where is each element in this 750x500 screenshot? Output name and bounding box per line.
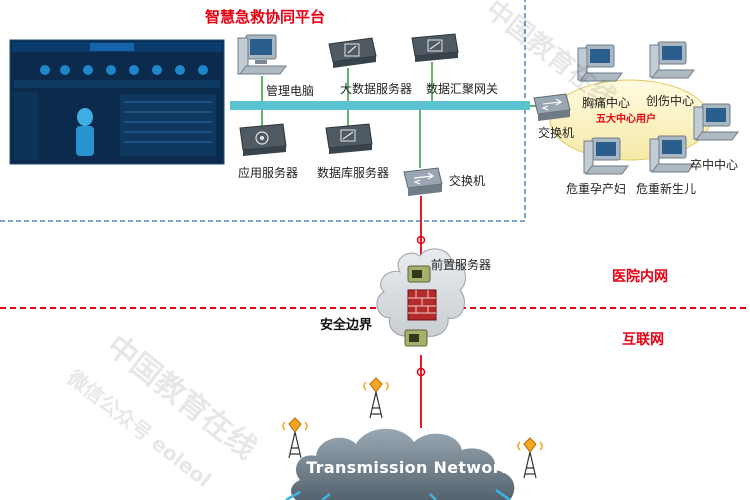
- db-server-icon: [325, 123, 373, 154]
- dashboard-screenshot: [9, 39, 225, 165]
- front-server-icon: [407, 265, 431, 283]
- maternal-center-label: 危重孕产妇: [566, 182, 627, 196]
- big-data-server-label: 大数据服务器: [340, 82, 413, 96]
- newborn-pc-icon: [649, 135, 695, 173]
- inner-server-icon: [404, 329, 428, 347]
- antenna-icon: [363, 377, 389, 419]
- antenna-icon: [517, 437, 543, 479]
- chest-pain-pc-icon: [577, 44, 623, 82]
- management-pc-label: 管理电脑: [266, 84, 315, 98]
- db-server-label: 数据库服务器: [317, 166, 390, 180]
- stroke-center-label: 卒中中心: [690, 158, 739, 172]
- antenna-icon: [282, 417, 308, 459]
- app-server-icon: [239, 123, 287, 156]
- zone-internet-label: 互联网: [622, 332, 664, 348]
- data-gateway-label: 数据汇聚网关: [426, 82, 499, 96]
- big-data-server-icon: [328, 37, 377, 68]
- front-server-label: 前置服务器: [431, 258, 492, 272]
- main-switch-icon: [403, 167, 443, 196]
- trauma-center-label: 创伤中心: [646, 94, 695, 108]
- platform-boundary: [0, 0, 526, 222]
- centers-switch-icon: [533, 93, 571, 121]
- stroke-pc-icon: [693, 103, 739, 141]
- transmission-cloud: [285, 428, 515, 500]
- centers-switch-label: 交换机: [538, 126, 575, 140]
- zone-intranet-label: 医院内网: [612, 269, 668, 285]
- trauma-pc-icon: [649, 41, 695, 79]
- device-links: [261, 62, 433, 168]
- security-boundary-label: 安全边界: [320, 318, 373, 333]
- newborn-center-label: 危重新生儿: [636, 182, 697, 196]
- red-uplink: [416, 196, 426, 428]
- diagram-title: 智慧急救协同平台: [205, 8, 326, 26]
- app-server-label: 应用服务器: [238, 166, 299, 180]
- firewall-icon: [407, 289, 437, 321]
- chest-pain-center-label: 胸痛中心: [582, 96, 631, 110]
- main-switch-label: 交换机: [449, 174, 486, 188]
- data-gateway-icon: [411, 33, 459, 62]
- management-pc-icon: [237, 34, 287, 75]
- network-bus: [230, 101, 530, 110]
- transmission-network-label: Transmission Network: [306, 458, 512, 477]
- maternal-pc-icon: [583, 137, 629, 175]
- centers-group-label: 五大中心用户: [596, 114, 656, 125]
